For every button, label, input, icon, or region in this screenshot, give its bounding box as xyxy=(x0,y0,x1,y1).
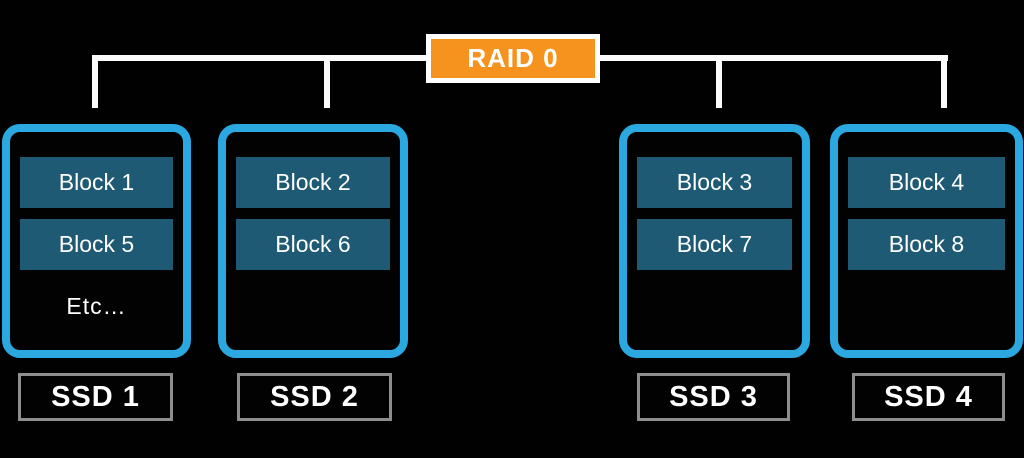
raid-level-label: RAID 0 xyxy=(467,43,559,73)
data-block: Block 7 xyxy=(637,219,792,270)
ssd-3-drive-box: Block 3 Block 7 xyxy=(619,124,810,358)
ssd-4-label: SSD 4 xyxy=(852,373,1005,421)
raid-level-box: RAID 0 xyxy=(426,34,600,83)
data-block: Block 4 xyxy=(848,157,1005,208)
ssd-1-label: SSD 1 xyxy=(18,373,173,421)
ssd-2-label: SSD 2 xyxy=(237,373,392,421)
data-block: Block 2 xyxy=(236,157,390,208)
connector-drop-ssd2 xyxy=(324,55,330,108)
data-block: Block 3 xyxy=(637,157,792,208)
data-block: Block 1 xyxy=(20,157,173,208)
data-block: Block 5 xyxy=(20,219,173,270)
data-block: Block 6 xyxy=(236,219,390,270)
data-block: Block 8 xyxy=(848,219,1005,270)
connector-drop-ssd4 xyxy=(941,55,947,108)
connector-drop-ssd1 xyxy=(92,55,98,108)
ssd-3-label: SSD 3 xyxy=(637,373,790,421)
ssd-2-drive-box: Block 2 Block 6 xyxy=(218,124,408,358)
etc-label: Etc… xyxy=(66,293,127,319)
ssd-1-drive-box: Block 1 Block 5 Etc… xyxy=(2,124,191,358)
ssd-4-drive-box: Block 4 Block 8 xyxy=(830,124,1023,358)
connector-drop-ssd3 xyxy=(716,55,722,108)
